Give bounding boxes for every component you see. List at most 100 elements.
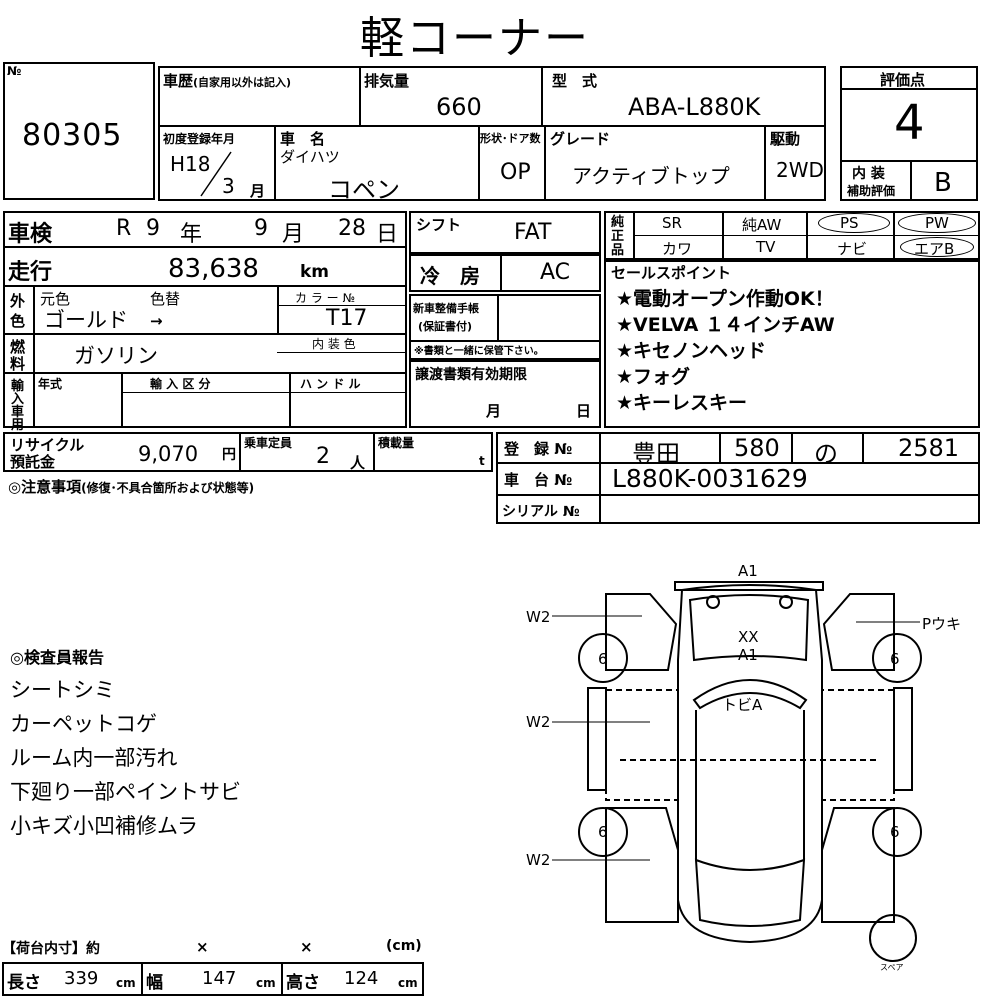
load-unit: t xyxy=(479,454,485,468)
transfer-docs-box xyxy=(409,360,601,428)
inspector-report-item: シートシミ xyxy=(10,678,115,702)
warranty-box xyxy=(409,294,601,360)
mileage-value: 83,638 xyxy=(168,254,259,284)
equipment-circle xyxy=(818,213,890,233)
chassis-value: L880K-0031629 xyxy=(612,464,808,493)
score-value: 4 xyxy=(894,95,925,151)
equipment-item: 純AW xyxy=(742,216,782,234)
cargo-cm: cm xyxy=(116,976,136,990)
car-name-label: 車 名 xyxy=(280,130,326,148)
inspector-report-label: ◎検査員報告 xyxy=(10,648,104,667)
displacement-label: 排気量 xyxy=(364,72,410,90)
inspection-month: 9 xyxy=(254,216,268,241)
import-handle-label: ハ ン ド ル xyxy=(300,377,361,391)
grade-value: アクティブトップ xyxy=(572,164,730,188)
model-label: 型 式 xyxy=(552,72,598,90)
displacement-value: 660 xyxy=(436,93,482,121)
history-label: 車歴(自家用以外は記入) xyxy=(163,72,292,90)
capacity-value: 2 xyxy=(316,444,330,469)
first-reg-month-unit: 月 xyxy=(250,182,266,200)
color-side-1: 外 xyxy=(10,292,26,310)
equipment-circle xyxy=(900,237,974,257)
fuel-side-2: 料 xyxy=(10,355,26,373)
cargo-height: 124 xyxy=(344,968,379,989)
page-title: 軽コーナー xyxy=(360,13,590,64)
equipment-label-2: 正 xyxy=(611,229,625,244)
sales-point: ★電動オープン作動OK！ xyxy=(616,288,834,310)
cargo-width-label: 幅 xyxy=(146,973,163,993)
import-type-label: 輸 入 区 分 xyxy=(150,377,211,391)
ac-value: AC xyxy=(540,260,571,285)
color-repaint-label: 色替 xyxy=(150,290,181,308)
transfer-docs-month: 月 xyxy=(486,402,502,420)
registration-class: 580 xyxy=(734,434,780,462)
cargo-length: 339 xyxy=(64,968,99,989)
lot-no-label: № xyxy=(7,64,22,78)
ac-box xyxy=(409,254,601,292)
registration-area: 豊田 xyxy=(632,440,680,468)
cargo-width: 147 xyxy=(202,968,237,989)
interior-color-label: 内 装 色 xyxy=(312,337,356,351)
recycle-label-2: 預託金 xyxy=(10,453,56,471)
sales-point: ★キセノンヘッド xyxy=(616,340,767,362)
color-code-label: カ ラ ー № xyxy=(295,291,355,305)
drive-value: 2WD xyxy=(776,158,824,182)
diagram-hood-label-1: XX xyxy=(738,628,759,646)
first-reg-era: H18 xyxy=(170,152,211,176)
cargo-label: 【荷台内寸】約 xyxy=(2,941,100,957)
first-reg-label: 初度登録年月 xyxy=(163,132,236,146)
registration-table xyxy=(496,432,980,524)
tire-value: 6 xyxy=(890,650,900,668)
cargo-cm: cm xyxy=(398,976,418,990)
diagram-right-label: Pウキ xyxy=(922,615,962,633)
equipment-item: カワ xyxy=(662,240,693,258)
inspection-year: 9 xyxy=(146,216,160,241)
car-diagram xyxy=(552,581,922,962)
sales-points-label: セールスポイント xyxy=(611,264,732,282)
cargo-x2: × xyxy=(300,938,313,956)
cargo-unit: (cm) xyxy=(386,938,422,954)
transfer-docs-day: 日 xyxy=(576,402,592,420)
inspector-report-item: カーペットコゲ xyxy=(10,712,157,736)
inspection-day: 28 xyxy=(338,216,366,241)
sales-point: ★キーレスキー xyxy=(616,392,748,414)
warranty-label-2: (保証書付) xyxy=(418,320,473,333)
inspector-report-item: 小キズ小凹補修ムラ xyxy=(10,814,198,838)
notes-label: ◎注意事項(修復･不具合箇所および状態等) xyxy=(8,478,255,496)
lot-number: 80305 xyxy=(22,118,123,153)
equipment-item: PS xyxy=(840,214,859,232)
mileage-unit: km xyxy=(300,262,330,282)
inspector-report-item: ルーム内一部汚れ xyxy=(10,746,178,770)
recycle-unit: 円 xyxy=(222,447,236,463)
first-reg-slash xyxy=(200,151,232,197)
inspection-month-unit: 月 xyxy=(282,222,305,247)
color-arrow: → xyxy=(150,312,163,330)
recycle-value: 9,070 xyxy=(138,442,199,466)
capacity-label: 乗車定員 xyxy=(244,436,293,450)
load-label: 積載量 xyxy=(378,436,415,450)
registration-kana: の xyxy=(814,440,838,468)
color-code-value: T17 xyxy=(326,306,368,331)
sales-point: ★フォグ xyxy=(616,366,691,388)
score-box xyxy=(840,66,978,201)
inspection-year-unit: 年 xyxy=(180,222,203,247)
warranty-note: ※書類と一緒に保管下さい。 xyxy=(414,346,544,357)
equipment-item: SR xyxy=(662,214,682,232)
diagram-left-label: W2 xyxy=(526,713,551,731)
lot-box xyxy=(3,62,155,200)
drive-label: 駆動 xyxy=(770,130,801,148)
diagram-hood-label-2: A1 xyxy=(738,646,758,664)
spare-label: スペア xyxy=(880,963,904,972)
import-side-4: 用 xyxy=(11,418,25,433)
diagram-front-label: A1 xyxy=(738,562,758,580)
diagram-windshield-label: トビA xyxy=(722,696,763,714)
cargo-height-label: 高さ xyxy=(286,973,320,993)
cargo-cm: cm xyxy=(256,976,276,990)
import-side-3: 車 xyxy=(11,405,25,420)
color-side-2: 色 xyxy=(10,312,26,330)
registration-number: 2581 xyxy=(898,434,960,462)
equipment-label-3: 品 xyxy=(611,243,625,258)
mileage-label: 走行 xyxy=(8,260,53,285)
sales-points-box xyxy=(604,260,980,428)
serial-label: シリアル № xyxy=(502,504,580,520)
